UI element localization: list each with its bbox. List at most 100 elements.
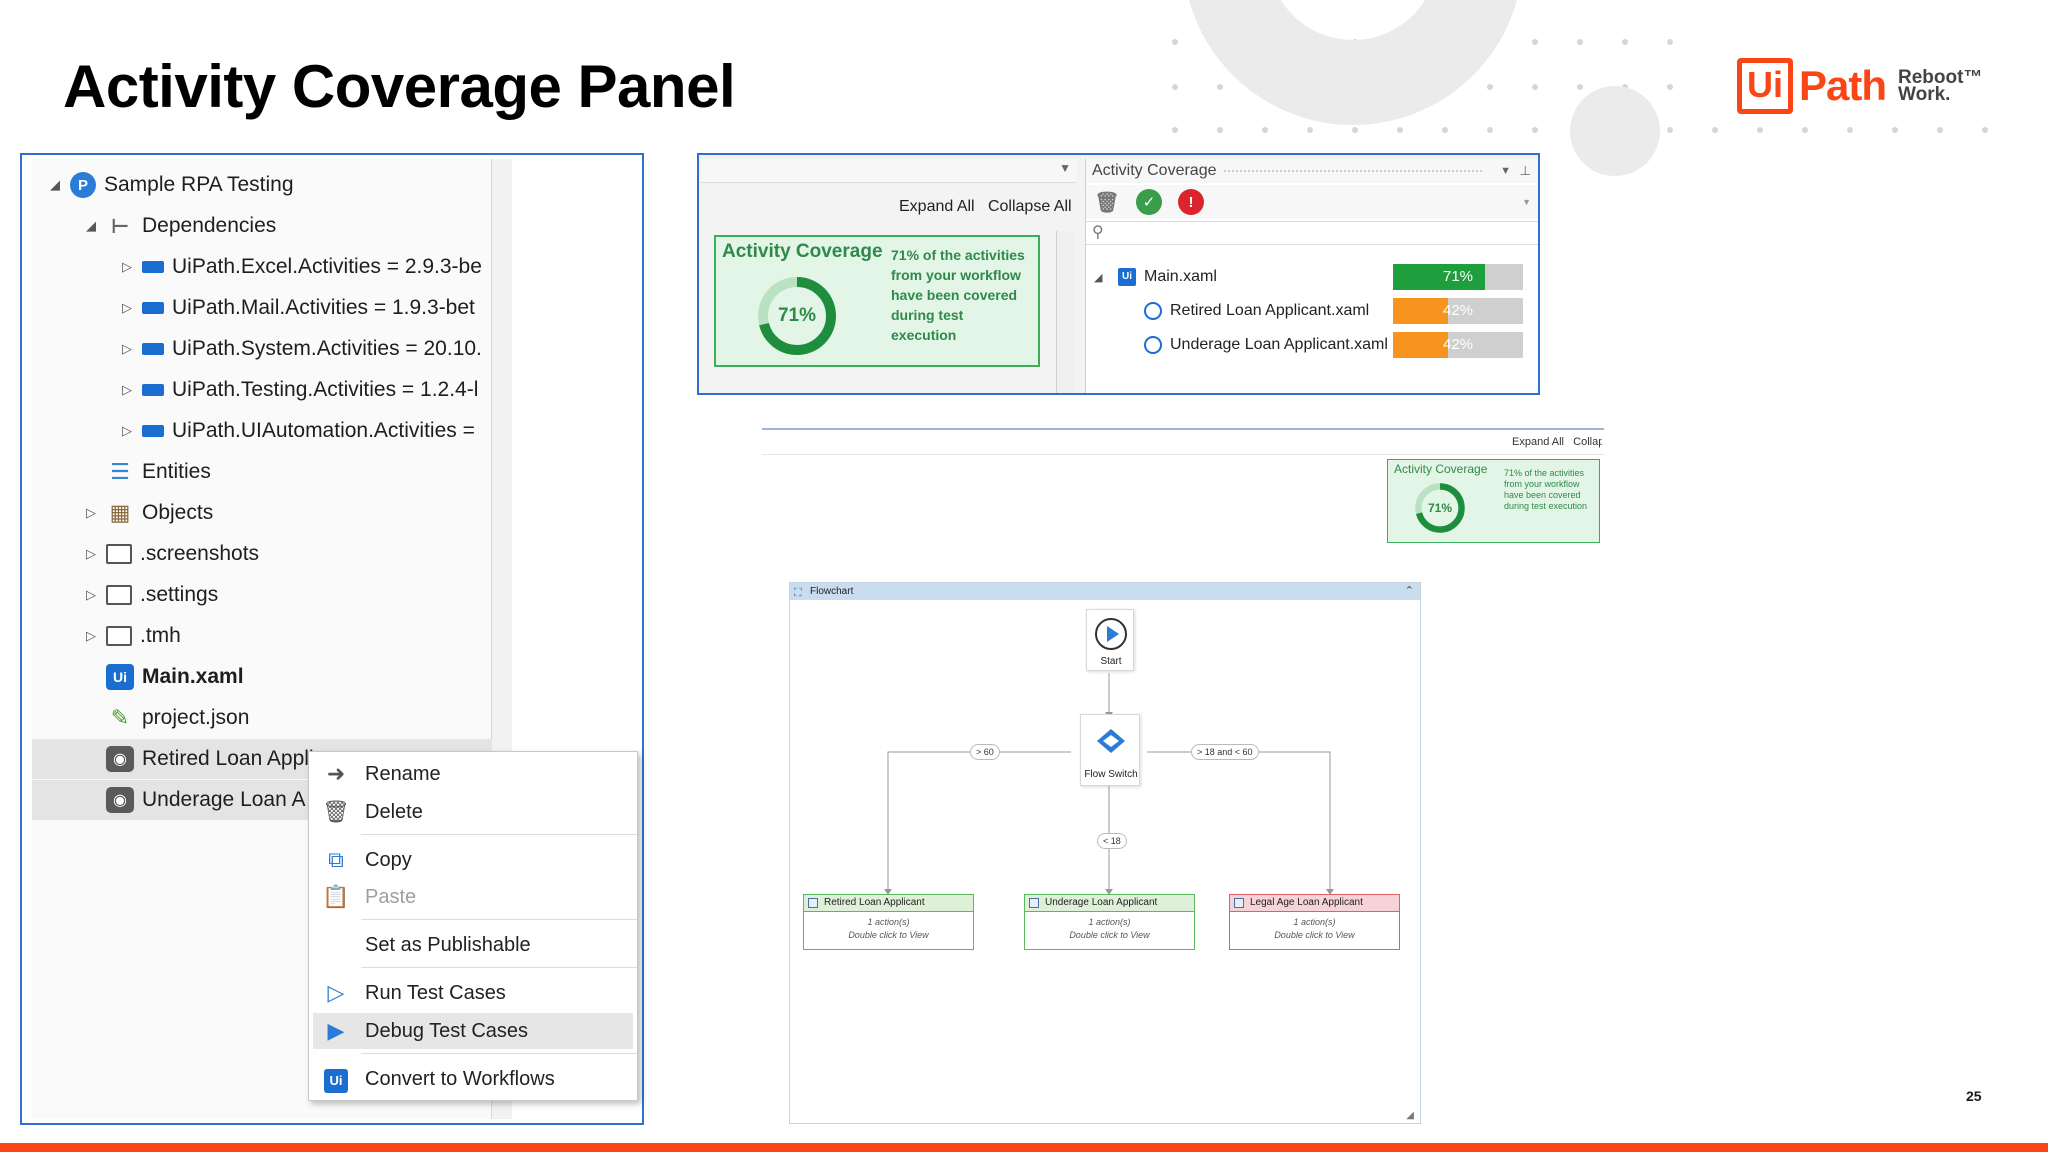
tree-item-objects[interactable]: ▷ ▦ Objects [82, 493, 213, 533]
tree-item-package[interactable]: ▷ UiPath.Excel.Activities = 2.9.3-be [118, 247, 482, 287]
condition-label[interactable]: > 60 [970, 744, 1000, 760]
switch-icon [1097, 729, 1125, 753]
coverage-bar: 71% [1393, 264, 1523, 290]
flow-switch-node[interactable]: Flow Switch [1080, 714, 1140, 786]
start-node[interactable]: Start [1086, 609, 1134, 671]
tree-item-folder[interactable]: ▷ .settings [82, 575, 218, 615]
tree-item-label: UiPath.Mail.Activities = 1.9.3-bet [172, 296, 475, 319]
rename-icon: ➜ [326, 761, 346, 786]
tree-item-folder[interactable]: ▷ .tmh [82, 616, 181, 656]
tree-item-project-json[interactable]: ✎ project.json [100, 698, 250, 738]
collapse-arrow-icon[interactable]: ◢ [86, 218, 96, 233]
copy-icon: ⧉ [328, 847, 344, 872]
expand-arrow-icon[interactable]: ▷ [86, 546, 96, 561]
menu-item-label: Debug Test Cases [365, 1019, 529, 1042]
sequence-hint: Double click to View [1069, 930, 1150, 940]
collapse-all-link[interactable]: Collapse All [987, 198, 1072, 215]
json-file-icon: ✎ [110, 705, 130, 730]
expand-arrow-icon[interactable]: ▷ [122, 259, 132, 274]
coverage-panel-title: Activity Coverage [1092, 162, 1217, 179]
chevron-down-icon[interactable]: ▼ [1500, 165, 1511, 177]
tree-item-package[interactable]: ▷ UiPath.UIAutomation.Activities = [118, 411, 475, 451]
sequence-actions: 1 action(s) [1088, 917, 1131, 927]
tree-item-folder[interactable]: ▷ .screenshots [82, 534, 259, 574]
small-coverage-title: Activity Coverage [1394, 462, 1488, 476]
expand-arrow-icon[interactable]: ▷ [122, 300, 132, 315]
dependencies-icon: ⊢ [110, 215, 130, 238]
tree-item-package[interactable]: ▷ UiPath.Testing.Activities = 1.2.4-l [118, 370, 478, 410]
menu-item-run-test-cases[interactable]: ▷ Run Test Cases [313, 975, 633, 1011]
logo-path-text: Path [1799, 62, 1887, 109]
coverage-donut [758, 277, 836, 355]
expand-arrow-icon[interactable]: ▷ [122, 423, 132, 438]
tree-item-package[interactable]: ▷ UiPath.System.Activities = 20.10. [118, 329, 482, 369]
resize-grip-icon[interactable]: ◢ [1406, 1110, 1414, 1121]
check-icon[interactable]: ✓ [1136, 189, 1162, 215]
coverage-tool-panel: Activity Coverage ▼ ⊥ 🗑 ✓ ! ▼ ⚲ ◢ Ui Mai… [1085, 159, 1538, 393]
menu-item-label: Rename [365, 762, 441, 785]
designer-scrollbar[interactable] [1056, 231, 1074, 393]
coverage-row[interactable]: Underage Loan Applicant.xaml 42% [1086, 329, 1538, 361]
small-coverage-percent: 71% [1427, 501, 1453, 515]
collapse-icon[interactable]: ⌃ [1404, 585, 1414, 597]
tree-item-package[interactable]: ▷ UiPath.Mail.Activities = 1.9.3-bet [118, 288, 475, 328]
menu-item-debug-test-cases[interactable]: ▶ Debug Test Cases [313, 1013, 633, 1049]
paste-icon: 📋 [322, 884, 350, 909]
collapse-arrow-icon[interactable]: ◢ [50, 177, 60, 192]
sequence-box[interactable]: Underage Loan Applicant 1 action(s) Doub… [1024, 894, 1195, 950]
test-case-icon [1144, 302, 1162, 320]
error-icon[interactable]: ! [1178, 189, 1204, 215]
coverage-description: 71% of the activities from your workflow… [891, 247, 1025, 343]
menu-divider [361, 919, 637, 920]
menu-item-label: Set as Publishable [365, 933, 531, 956]
sequence-icon [1234, 898, 1244, 908]
expand-all-link[interactable]: Expand All [899, 198, 975, 215]
tree-item-project[interactable]: ◢ P Sample RPA Testing [46, 165, 294, 205]
coverage-row[interactable]: Retired Loan Applicant.xaml 42% [1086, 295, 1538, 327]
sequence-box-header: Retired Loan Applicant [804, 895, 973, 912]
tree-item-main-xaml[interactable]: Ui Main.xaml [100, 657, 244, 697]
expand-arrow-icon[interactable]: ▷ [86, 628, 96, 643]
menu-divider [361, 1053, 637, 1054]
menu-item-set-publishable[interactable]: Set as Publishable [313, 927, 633, 963]
expand-arrow-icon[interactable]: ▷ [86, 587, 96, 602]
sequence-body: 1 action(s) Double click to View [804, 912, 973, 942]
collapse-link[interactable]: Collapse [1573, 436, 1602, 448]
chevron-down-icon[interactable]: ▼ [1522, 197, 1531, 207]
menu-item-copy[interactable]: ⧉ Copy [313, 842, 633, 878]
collapse-arrow-icon[interactable]: ◢ [1094, 271, 1103, 284]
condition-label[interactable]: < 18 [1097, 833, 1127, 849]
expand-arrow-icon[interactable]: ▷ [122, 382, 132, 397]
sequence-box[interactable]: Retired Loan Applicant 1 action(s) Doubl… [803, 894, 974, 950]
coverage-search[interactable]: ⚲ [1086, 221, 1538, 245]
logo-ui-mark: Ui [1737, 58, 1793, 114]
menu-item-convert-to-workflows[interactable]: Ui Convert to Workflows [313, 1061, 633, 1097]
search-icon: ⚲ [1092, 224, 1104, 241]
tree-item-label: Dependencies [142, 214, 277, 237]
tree-item-label: Underage Loan A [142, 788, 306, 811]
sequence-box[interactable]: Legal Age Loan Applicant 1 action(s) Dou… [1229, 894, 1400, 950]
pin-icon[interactable]: ⊥ [1519, 163, 1531, 178]
test-case-icon: ◉ [106, 746, 134, 772]
expand-arrow-icon[interactable]: ▷ [122, 341, 132, 356]
small-expand-collapse-links: Expand All Collapse [1512, 436, 1602, 448]
designer-header: ▼ [701, 159, 1077, 183]
menu-item-label: Paste [365, 885, 417, 908]
trash-icon[interactable]: 🗑 [1094, 191, 1120, 214]
package-icon [142, 384, 164, 396]
menu-item-paste[interactable]: 📋 Paste [313, 879, 633, 915]
coverage-row[interactable]: ◢ Ui Main.xaml 71% [1086, 261, 1538, 293]
sequence-icon [808, 898, 818, 908]
menu-item-rename[interactable]: ➜ Rename [313, 756, 633, 792]
tree-item-entities[interactable]: ☰ Entities [100, 452, 211, 492]
menu-item-delete[interactable]: 🗑 Delete [313, 794, 633, 830]
chevron-down-icon[interactable]: ▼ [1059, 161, 1071, 175]
condition-label[interactable]: > 18 and < 60 [1191, 744, 1259, 760]
expand-arrow-icon[interactable]: ▷ [86, 505, 96, 520]
tree-item-dependencies[interactable]: ◢ ⊢ Dependencies [82, 206, 276, 246]
menu-item-label: Convert to Workflows [365, 1067, 555, 1090]
coverage-bar-fill [1393, 298, 1448, 324]
tree-item-label: project.json [142, 706, 250, 729]
expand-all-link[interactable]: Expand All [1512, 436, 1564, 448]
uipath-logo: Ui Path Reboot™ Work. [1737, 56, 1982, 116]
